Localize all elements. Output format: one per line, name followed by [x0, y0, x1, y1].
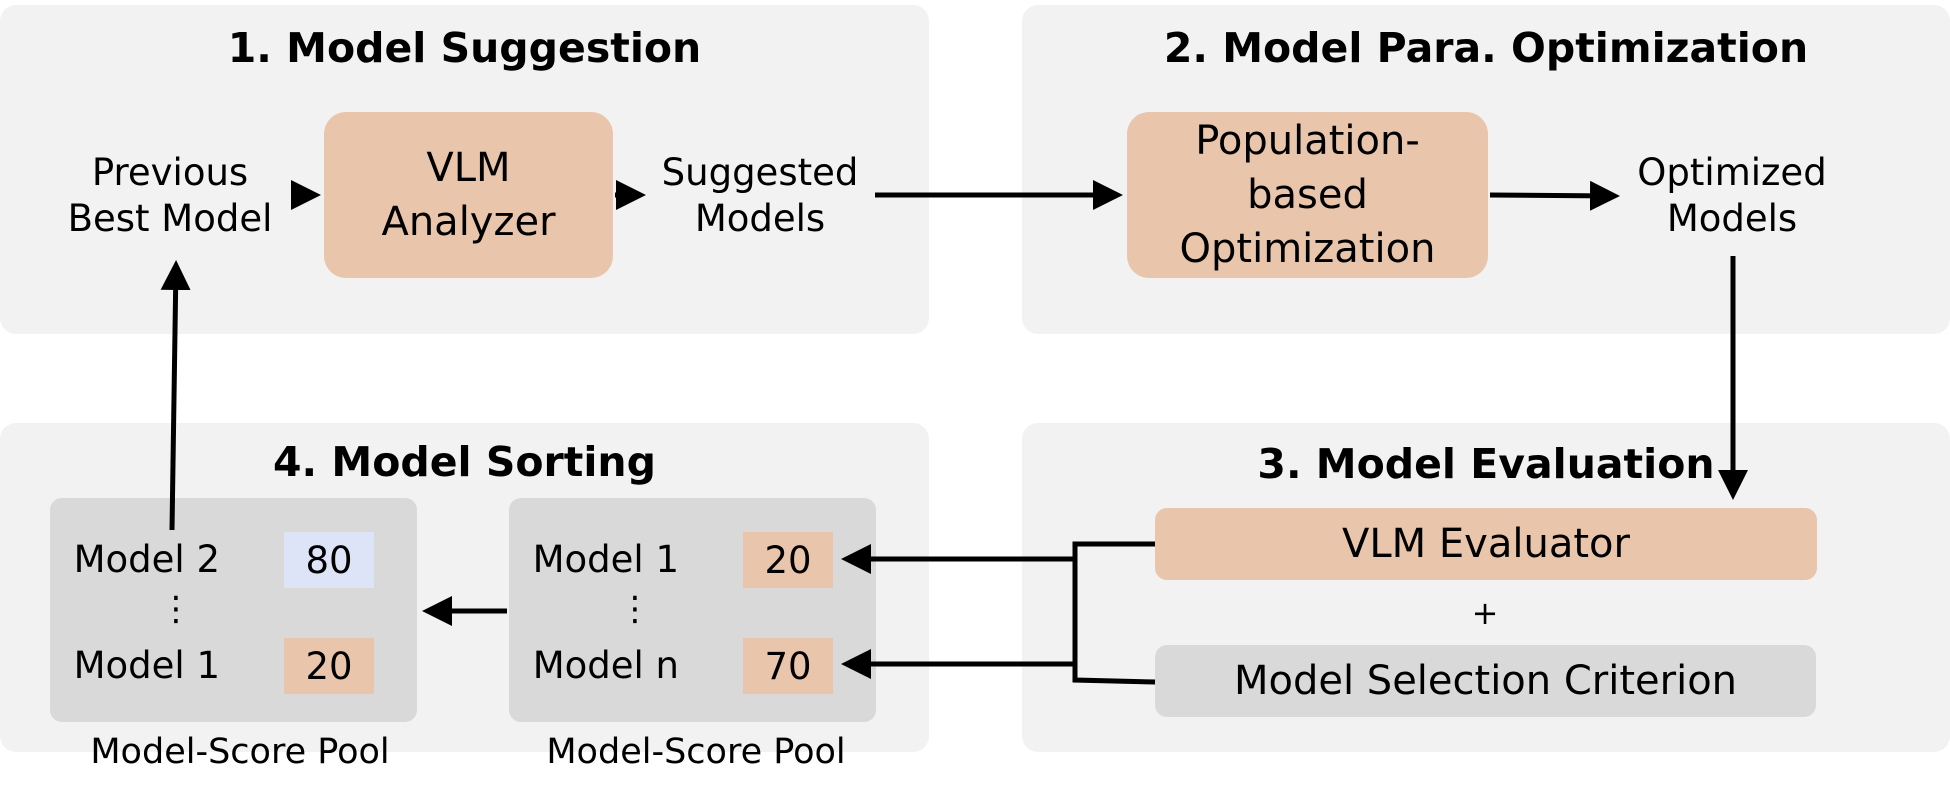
- pool-row-score: 80: [284, 532, 374, 588]
- suggested-models-label: Suggested Models: [661, 151, 859, 240]
- plus-sign: +: [1471, 594, 1499, 632]
- arrow-sorted-to-previous-best: [160, 260, 191, 531]
- panel-model-suggestion: 1. Model Suggestion: [0, 5, 929, 334]
- pool-row-model: Model 2: [73, 538, 220, 581]
- pool-row-model: Model n: [532, 644, 679, 687]
- optimized-models-label: Optimized Models: [1637, 151, 1827, 240]
- population-based-optimization-box: Population- based Optimization: [1127, 112, 1488, 278]
- panel-title: 1. Model Suggestion: [227, 24, 702, 72]
- arrow-optimizer-to-optimized: [1489, 180, 1620, 211]
- panel-title: 4. Model Sorting: [273, 438, 656, 486]
- model-selection-criterion-box: Model Selection Criterion: [1155, 645, 1816, 717]
- previous-best-model-label: Previous Best Model: [67, 151, 273, 240]
- pool-row-model: Model 1: [532, 538, 679, 581]
- pool-caption: Model-Score Pool: [546, 732, 846, 772]
- unsorted-model-score-pool: Model 1 20 ⋮ Model n 70: [509, 498, 876, 722]
- bracket-connector: [1072, 541, 1156, 685]
- vlm-analyzer-box: VLM Analyzer: [324, 112, 613, 278]
- pool-caption: Model-Score Pool: [90, 732, 390, 772]
- pool-row-score: 20: [743, 532, 833, 588]
- panel-title: 3. Model Evaluation: [1257, 440, 1715, 488]
- sorted-model-score-pool: Model 2 80 ⋮ Model 1 20: [50, 498, 417, 722]
- pool-row-score: 20: [284, 638, 374, 694]
- pool-row-model: Model 1: [73, 644, 220, 687]
- panel-title: 2. Model Para. Optimization: [1163, 24, 1809, 72]
- pool-row-score: 70: [743, 638, 833, 694]
- vlm-evaluator-box: VLM Evaluator: [1155, 508, 1817, 580]
